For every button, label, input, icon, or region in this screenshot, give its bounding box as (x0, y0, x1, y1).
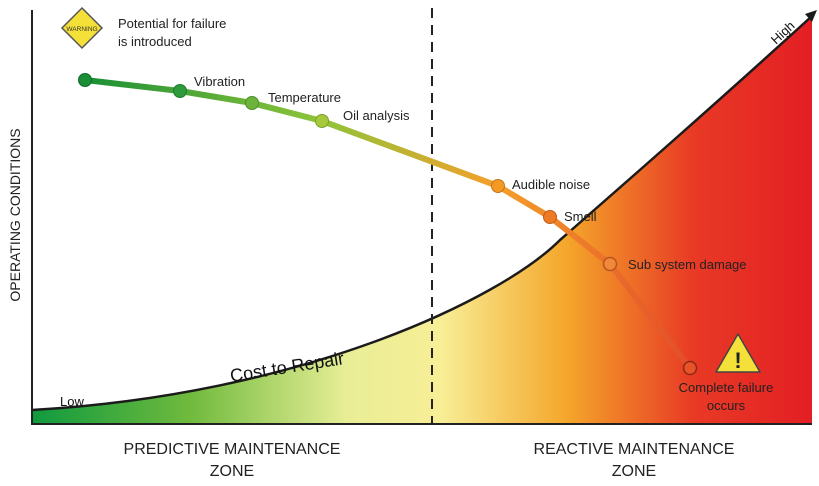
final-stage-line2: occurs (707, 398, 746, 413)
alert-triangle-icon: ! (715, 333, 761, 373)
warning-caption-line2: is introduced (118, 34, 192, 49)
warning-caption-line1: Potential for failure (118, 16, 226, 31)
final-stage-line1: Complete failure (679, 380, 774, 395)
reactive-zone-line2: ZONE (612, 463, 656, 480)
reactive-zone-line1: REACTIVE MAINTENANCE (534, 441, 735, 458)
warning-sign-icon: WARNING (60, 6, 104, 50)
cost-curve-line (31, 15, 813, 412)
stage-point-vibration (173, 84, 187, 98)
stage-point-temperature (245, 96, 259, 110)
cost-area (32, 16, 812, 424)
stage-point-complete-failure (682, 360, 698, 376)
warning-sign-text: WARNING (66, 26, 97, 33)
stage-label-sub-system-damage: Sub system damage (628, 257, 747, 272)
stage-label-temperature: Temperature (268, 90, 341, 105)
stage-point-oil-analysis (315, 114, 329, 128)
stage-label-audible-noise: Audible noise (512, 177, 590, 192)
predictive-zone-line1: PREDICTIVE MAINTENANCE (124, 441, 341, 458)
stage-point-audible-noise (491, 179, 505, 193)
stage-point-smell (543, 210, 557, 224)
cost-curve-arrowhead (805, 10, 817, 22)
predictive-zone-line2: ZONE (210, 463, 254, 480)
y-axis-label: OPERATING CONDITIONS (7, 128, 23, 301)
alert-symbol: ! (734, 348, 741, 373)
start-point (78, 73, 92, 87)
degradation-line (82, 77, 693, 371)
stage-label-smell: Smell (564, 209, 597, 224)
stage-point-sub-system-damage (602, 256, 618, 272)
stage-label-vibration: Vibration (194, 74, 245, 89)
stage-label-oil-analysis: Oil analysis (343, 108, 410, 123)
cost-low-label: Low (60, 394, 84, 409)
